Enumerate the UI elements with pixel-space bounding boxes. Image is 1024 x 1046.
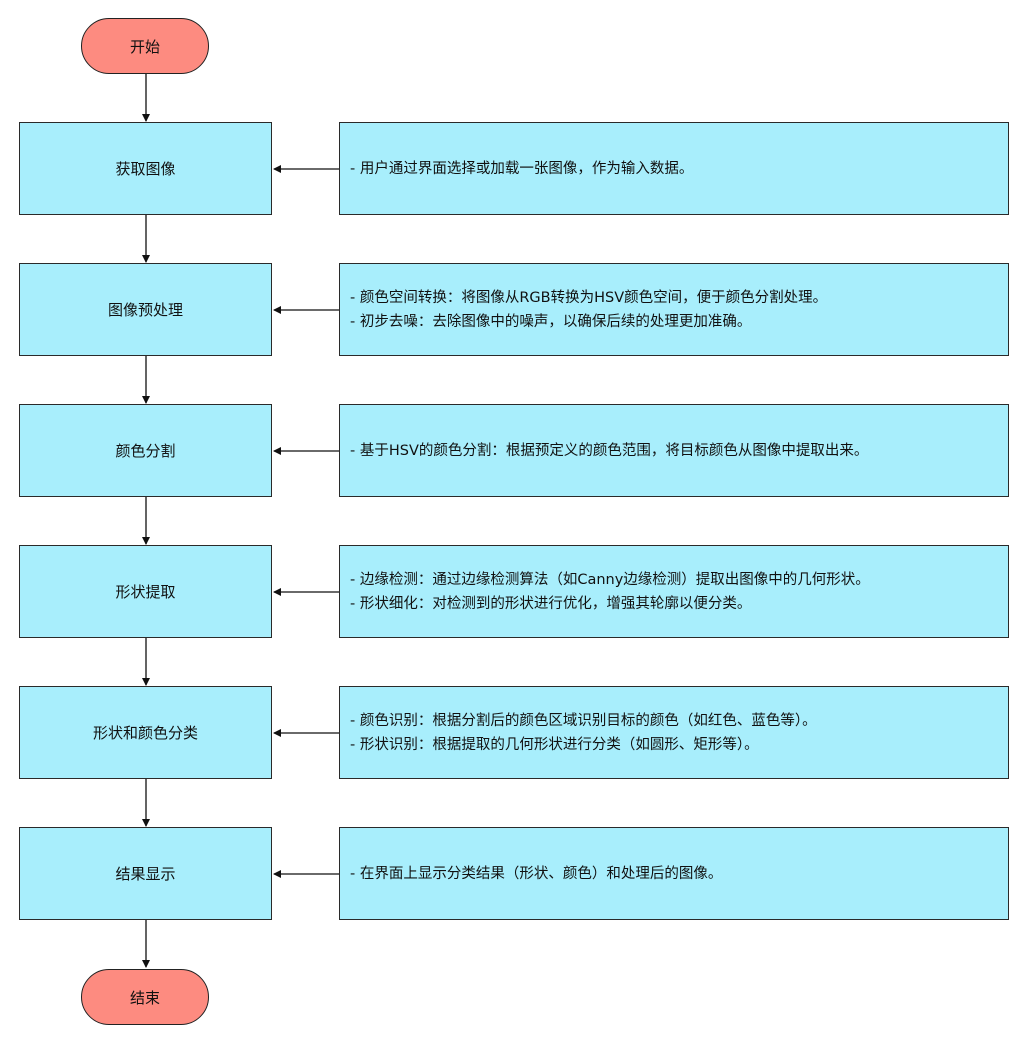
note-box-preprocess: - 颜色空间转换：将图像从RGB转换为HSV颜色空间，便于颜色分割处理。 - 初… — [339, 263, 1009, 356]
note-line: - 颜色识别：根据分割后的颜色区域识别目标的颜色（如红色、蓝色等）。 — [350, 712, 817, 729]
step-label: 获取图像 — [115, 160, 176, 178]
step-box-shape-extraction: 形状提取 — [19, 545, 272, 638]
step-label: 颜色分割 — [115, 442, 176, 460]
step-box-acquire-image: 获取图像 — [19, 122, 272, 215]
step-box-classification: 形状和颜色分类 — [19, 686, 272, 779]
note-line: - 用户通过界面选择或加载一张图像，作为输入数据。 — [350, 160, 694, 177]
step-label: 图像预处理 — [107, 301, 183, 319]
note-line: - 边缘检测：通过边缘检测算法（如Canny边缘检测）提取出图像中的几何形状。 — [350, 571, 870, 588]
note-line: - 初步去噪：去除图像中的噪声，以确保后续的处理更加准确。 — [350, 313, 752, 330]
note-box-color-segmentation: - 基于HSV的颜色分割：根据预定义的颜色范围，将目标颜色从图像中提取出来。 — [339, 404, 1009, 497]
note-line: - 基于HSV的颜色分割：根据预定义的颜色范围，将目标颜色从图像中提取出来。 — [350, 442, 869, 459]
step-box-preprocess: 图像预处理 — [19, 263, 272, 356]
note-box-classification: - 颜色识别：根据分割后的颜色区域识别目标的颜色（如红色、蓝色等）。 - 形状识… — [339, 686, 1009, 779]
step-box-result-display: 结果显示 — [19, 827, 272, 920]
end-label: 结束 — [129, 988, 160, 1007]
note-box-shape-extraction: - 边缘检测：通过边缘检测算法（如Canny边缘检测）提取出图像中的几何形状。 … — [339, 545, 1009, 638]
start-terminal: 开始 — [81, 18, 209, 74]
step-label: 结果显示 — [115, 865, 176, 883]
note-line: - 形状细化：对检测到的形状进行优化，增强其轮廓以便分类。 — [350, 595, 752, 612]
step-box-color-segmentation: 颜色分割 — [19, 404, 272, 497]
end-terminal: 结束 — [81, 969, 209, 1025]
note-line: - 形状识别：根据提取的几何形状进行分类（如圆形、矩形等）。 — [350, 736, 759, 753]
step-label: 形状和颜色分类 — [92, 724, 198, 742]
note-box-acquire-image: - 用户通过界面选择或加载一张图像，作为输入数据。 — [339, 122, 1009, 215]
step-label: 形状提取 — [115, 583, 176, 601]
note-line: - 在界面上显示分类结果（形状、颜色）和处理后的图像。 — [350, 865, 723, 882]
note-line: - 颜色空间转换：将图像从RGB转换为HSV颜色空间，便于颜色分割处理。 — [350, 289, 828, 306]
note-box-result-display: - 在界面上显示分类结果（形状、颜色）和处理后的图像。 — [339, 827, 1009, 920]
start-label: 开始 — [129, 37, 160, 56]
